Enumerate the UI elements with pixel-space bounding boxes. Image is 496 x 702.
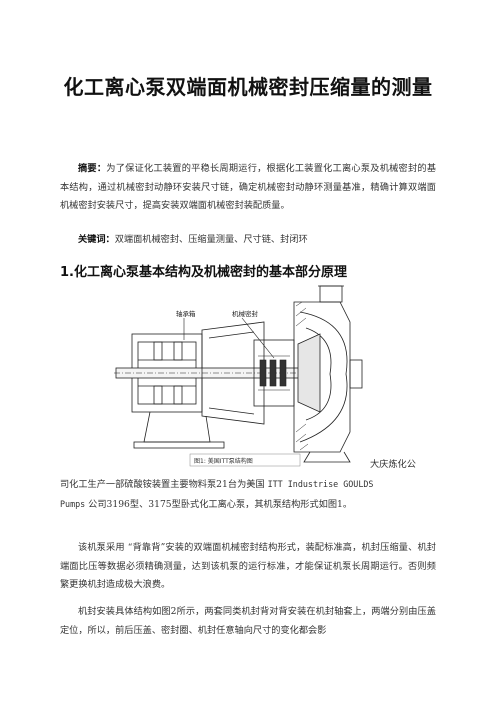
abstract: 摘要：为了保证化工装置的平稳长周期运行，根据化工装置化工离心泵及机械密封的基本结… (60, 160, 436, 216)
paragraph-3: 机封安装具体结构如图2所示，两套同类机封背对背安装在机封轴套上，两端分别由压盖定… (60, 606, 436, 636)
pumps-word: Pumps (60, 498, 86, 509)
abstract-label: 摘要： (78, 163, 107, 174)
abstract-text: 为了保证化工装置的平稳长周期运行，根据化工装置化工离心泵及机械密封的基本结构，通… (60, 163, 437, 211)
itt-company: ITT Industrise GOULDS (267, 479, 374, 489)
keywords-label: 关键词： (78, 234, 115, 245)
para1-line2: 司化工生产一部硫酸铵装置主要物料泵21台为美国 (60, 479, 265, 490)
figure-caption: 图1: 美国ITT泵结构图 (194, 457, 253, 465)
page-title: 化工离心泵双端面机械密封压缩量的测量 (63, 75, 433, 99)
mech-seal-label: 机械密封 (232, 309, 259, 318)
keywords: 关键词：双端面机械密封、压缩量测量、尺寸链、封闭环 (60, 231, 436, 250)
bearing-box-label: 轴承箱 (176, 309, 196, 318)
paragraph-2: 该机泵采用 “背靠背”安装的双端面机械密封结构形式，装配标准高，机封压缩量、机封… (60, 542, 436, 590)
section-heading: 1.化工离心泵基本结构及机械密封的基本部分原理 (60, 265, 347, 280)
keywords-text: 双端面机械密封、压缩量测量、尺寸链、封闭环 (114, 234, 308, 245)
para1-line3: 公司3196型、3175型卧式化工离心泵，其机泵结构形式如图1。 (88, 498, 353, 510)
para1-start: 大庆炼化公 (370, 459, 416, 470)
paragraph-1: 司化工生产一部硫酸铵装置主要物料泵21台为美国 ITT Industrise G… (60, 475, 436, 514)
pump-structure-figure: 轴承箱 机械密封 图1: 美国ITT泵结构图 (114, 282, 364, 467)
